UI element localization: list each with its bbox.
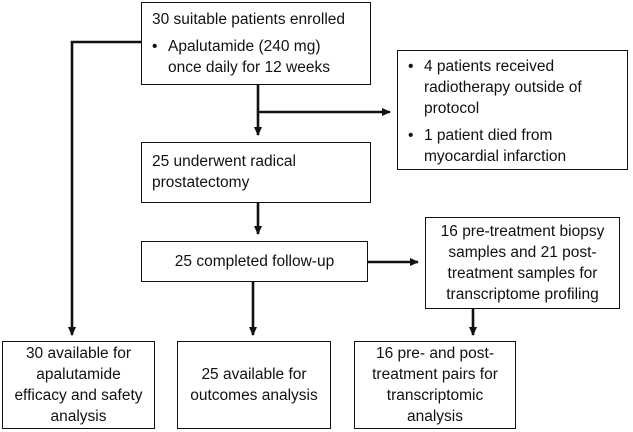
samples-line: 16 pre-treatment biopsy: [440, 223, 605, 240]
connector-enrolled-to-efficacy: [68, 40, 141, 336]
excluded-bullet-death: • 1 patient died from myocardial infarct…: [408, 125, 627, 167]
excluded-line: radiotherapy outside of: [424, 79, 582, 96]
pairs-line: treatment pairs for: [372, 366, 498, 383]
samples-box: 16 pre-treatment biopsy samples and 21 p…: [425, 217, 620, 309]
excluded-box: • 4 patients received radiotherapy outsi…: [397, 50, 628, 170]
excluded-bullet-radiotherapy: • 4 patients received radiotherapy outsi…: [408, 56, 627, 119]
enrolled-bullet-line: Apalutamide (240 mg): [168, 38, 321, 55]
pairs-line: analysis: [407, 408, 463, 425]
enrolled-title: 30 suitable patients enrolled: [152, 11, 346, 28]
efficacy-line: efficacy and safety: [14, 387, 143, 404]
samples-line: transcriptome profiling: [446, 286, 599, 303]
outcomes-line: 25 available for: [201, 366, 307, 383]
bullet-dot: •: [408, 58, 414, 75]
excluded-line: protocol: [424, 100, 480, 117]
prostatectomy-line: 25 underwent radical: [152, 153, 296, 170]
followup-line: 25 completed follow-up: [174, 253, 335, 270]
prostatectomy-box: 25 underwent radical prostatectomy: [141, 142, 371, 203]
enrolled-box: 30 suitable patients enrolled • Apalutam…: [141, 2, 371, 85]
excluded-line: 1 patient died from: [424, 127, 553, 144]
efficacy-line: analysis: [50, 408, 107, 425]
excluded-line: myocardial infarction: [424, 148, 567, 165]
samples-line: samples and 21 post-: [448, 244, 597, 261]
efficacy-box: 30 available for apalutamide efficacy an…: [2, 341, 155, 429]
prostatectomy-line: prostatectomy: [152, 174, 250, 191]
pairs-line: transcriptomic: [386, 387, 484, 404]
efficacy-line: apalutamide: [36, 366, 121, 383]
pairs-box: 16 pre- and post- treatment pairs for tr…: [354, 341, 516, 429]
excluded-line: 4 patients received: [424, 58, 555, 75]
enrolled-bullet-line: once daily for 12 weeks: [168, 59, 330, 76]
pairs-line: 16 pre- and post-: [375, 345, 495, 362]
outcomes-line: outcomes analysis: [190, 387, 318, 404]
samples-line: treatment samples for: [447, 265, 598, 282]
outcomes-box: 25 available for outcomes analysis: [177, 341, 331, 429]
enrolled-bullet: • Apalutamide (240 mg) once daily for 12…: [152, 36, 370, 78]
efficacy-line: 30 available for: [25, 345, 132, 362]
bullet-dot: •: [152, 38, 158, 55]
bullet-dot: •: [408, 127, 414, 144]
followup-box: 25 completed follow-up: [141, 241, 368, 282]
